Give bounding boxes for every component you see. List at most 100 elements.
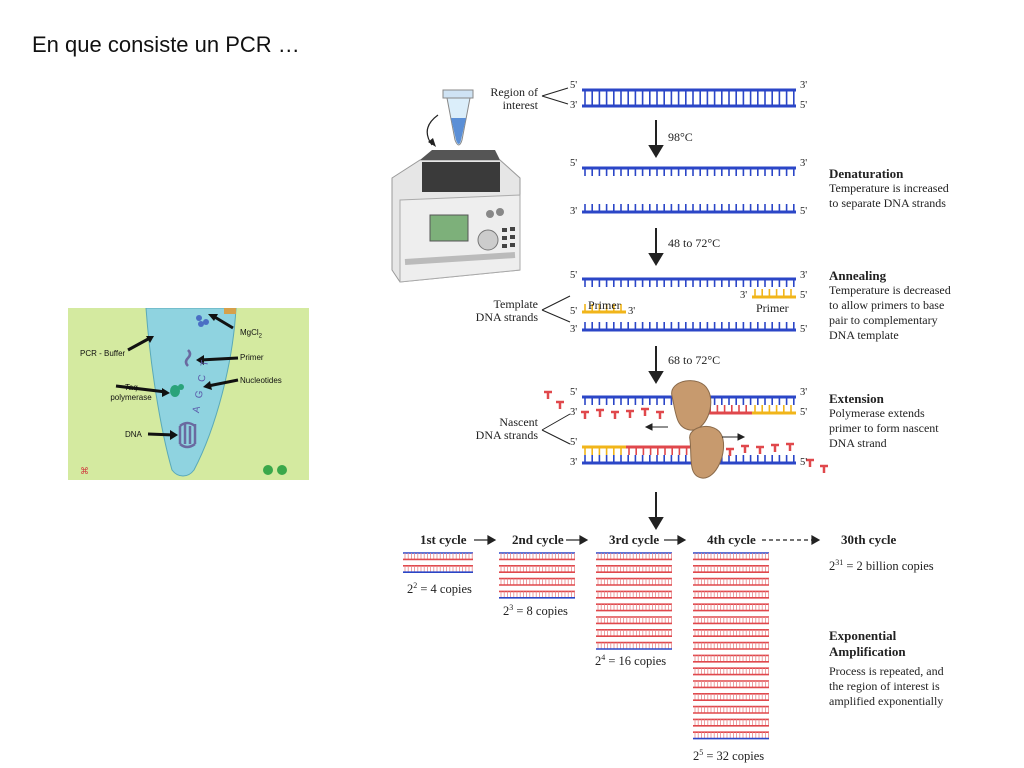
inset-label-mgcl2: MgCl2 bbox=[240, 328, 263, 340]
step-arrow bbox=[648, 120, 664, 530]
inset-label-taq: Taq bbox=[124, 383, 138, 392]
step-head-annealing: Annealing bbox=[829, 268, 887, 283]
primer-left bbox=[582, 304, 626, 314]
template-strand-bottom bbox=[582, 322, 796, 332]
template-bracket bbox=[541, 295, 571, 323]
page-title: En que consiste un PCR … bbox=[32, 32, 300, 57]
end-5prime: 5' bbox=[800, 324, 808, 335]
end-3prime: 3' bbox=[800, 387, 808, 398]
temp-denaturation: 98°C bbox=[668, 130, 693, 144]
pcr-tube-illustration bbox=[115, 308, 287, 477]
inset-label-dna: DNA bbox=[125, 430, 142, 439]
inset-label-nucleotides: Nucleotides bbox=[240, 376, 282, 385]
inset-label-buffer: PCR - Buffer bbox=[80, 349, 126, 358]
end-5prime: 5' bbox=[800, 407, 808, 418]
end-3prime: 3' bbox=[570, 324, 578, 335]
primer-right bbox=[752, 289, 796, 299]
free-nucleotides bbox=[544, 390, 828, 473]
arrow-nucleotides bbox=[207, 378, 239, 388]
nascent-strand-top bbox=[700, 405, 796, 415]
end-3prime: 3' bbox=[800, 158, 808, 169]
template-strand-top bbox=[582, 277, 796, 287]
cycle-label-4: 4th cycle bbox=[707, 532, 756, 547]
dna-copies-cycle-2 bbox=[499, 552, 575, 599]
inset-logo-icon: ⌘ bbox=[80, 466, 89, 476]
arrow-primer bbox=[199, 356, 239, 362]
step-head-extension: Extension bbox=[829, 391, 884, 406]
region-bracket bbox=[541, 87, 569, 105]
primer-label-right: Primer bbox=[756, 301, 789, 315]
end-3prime: 3' bbox=[570, 100, 578, 111]
cycle-label-30: 30th cycle bbox=[841, 532, 897, 547]
strand-bottom bbox=[582, 204, 796, 214]
thermal-cycler-icon bbox=[391, 150, 521, 283]
dna-copies-cycle-3 bbox=[596, 552, 672, 650]
extension-direction-arrow bbox=[644, 423, 746, 441]
end-5prime: 5' bbox=[570, 306, 578, 317]
end-5prime: 5' bbox=[570, 270, 578, 281]
arrow-dna bbox=[147, 432, 175, 437]
arrow-taq bbox=[115, 384, 167, 394]
step-head-denaturation: Denaturation bbox=[829, 166, 904, 181]
nascent-strand-bottom bbox=[582, 445, 690, 455]
temp-extension: 68 to 72°C bbox=[668, 353, 721, 367]
dna-copies-cycle-4 bbox=[693, 552, 769, 740]
inset-label-polymerase: polymerase bbox=[110, 393, 152, 402]
primer-label-left: Primer bbox=[588, 298, 621, 312]
end-5prime: 5' bbox=[570, 158, 578, 169]
taq-polymerase-shape bbox=[170, 385, 180, 397]
primer-squiggle bbox=[184, 349, 192, 367]
cycle-label-1: 1st cycle bbox=[420, 532, 467, 547]
cycle-label-2: 2nd cycle bbox=[512, 532, 564, 547]
copies-cycle-3: 24 = 16 copies bbox=[595, 653, 667, 669]
forward-icon bbox=[277, 465, 287, 475]
cycle-arrow bbox=[474, 534, 821, 546]
end-5prime: 5' bbox=[570, 80, 578, 91]
inset-label-primer: Primer bbox=[240, 353, 264, 362]
copies-cycle-4: 25 = 32 copies bbox=[693, 748, 765, 764]
template-strand-bottom bbox=[582, 455, 796, 465]
pcr-contents-inset: MgCl2 Primer Nucleotides PCR - Buffer Ta… bbox=[68, 308, 309, 480]
polymerase-enzyme-icon bbox=[671, 380, 724, 479]
dna-copies-cycle-1 bbox=[403, 552, 473, 574]
strand-top bbox=[582, 166, 796, 176]
end-5prime: 5' bbox=[570, 437, 578, 448]
end-3prime: 3' bbox=[570, 206, 578, 217]
end-3prime: 3' bbox=[800, 80, 808, 91]
tube-cap-edge bbox=[224, 308, 236, 314]
copies-cycle-2: 23 = 8 copies bbox=[503, 603, 568, 619]
end-5prime: 5' bbox=[570, 387, 578, 398]
end-5prime: 5' bbox=[800, 290, 808, 301]
end-3prime: 3' bbox=[570, 457, 578, 468]
nascent-bracket bbox=[541, 413, 571, 445]
mgcl2-dot bbox=[198, 321, 204, 327]
copies-cycle-30: 231 = 2 billion copies bbox=[829, 558, 934, 574]
dna-helix-shape bbox=[178, 421, 197, 449]
strand-top bbox=[582, 88, 796, 98]
back-icon bbox=[263, 465, 273, 475]
sample-tube-icon bbox=[442, 89, 474, 146]
cycle-label-3: 3rd cycle bbox=[609, 532, 660, 547]
taq-polymerase-shape bbox=[178, 384, 184, 390]
end-5prime: 5' bbox=[800, 100, 808, 111]
end-3prime: 3' bbox=[628, 306, 636, 317]
end-3prime: 3' bbox=[570, 407, 578, 418]
copies-cycle-1: 22 = 4 copies bbox=[407, 581, 472, 597]
end-3prime: 3' bbox=[800, 270, 808, 281]
arrow-buffer bbox=[127, 336, 151, 352]
temp-annealing: 48 to 72°C bbox=[668, 236, 721, 250]
mgcl2-dot bbox=[203, 319, 209, 325]
mgcl2-dot bbox=[196, 315, 202, 321]
end-3prime: 3' bbox=[740, 290, 748, 301]
end-5prime: 5' bbox=[800, 206, 808, 217]
strand-bottom bbox=[582, 98, 796, 108]
